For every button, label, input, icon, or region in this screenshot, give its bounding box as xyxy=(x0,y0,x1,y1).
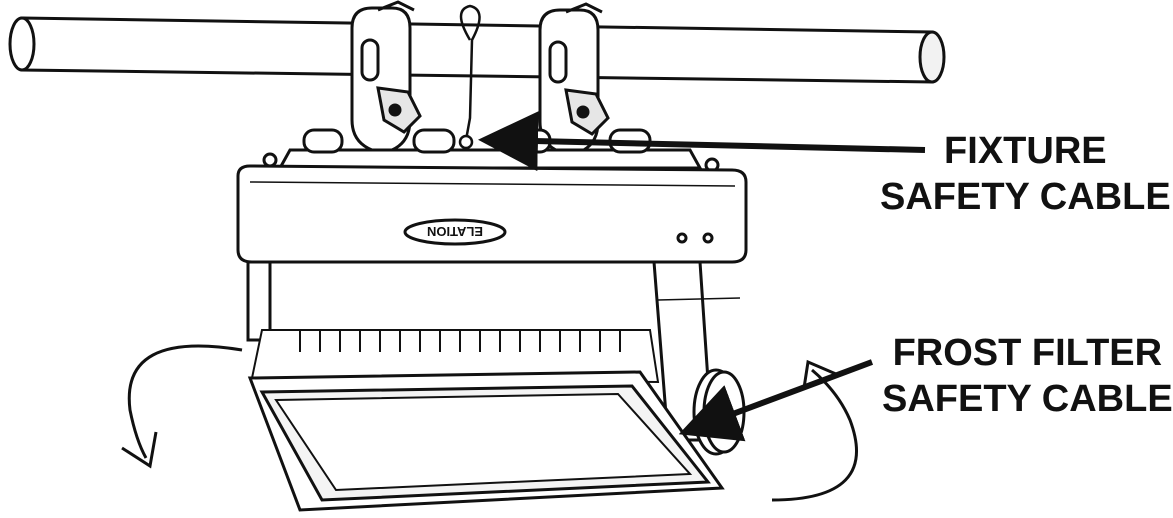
fixture-safety-cable-label: FIXTURE SAFETY CABLE xyxy=(880,128,1171,220)
frost-label-line1: FROST FILTER xyxy=(892,332,1163,374)
elation-logo: ELATION xyxy=(403,218,507,246)
fixture-body xyxy=(247,370,725,512)
left-clamp xyxy=(350,0,422,152)
fixture-safety-cable xyxy=(458,4,481,150)
frost-filter-safety-cable-label: FROST FILTER SAFETY CABLE xyxy=(882,330,1173,422)
svg-text:ELATION: ELATION xyxy=(427,224,483,239)
right-clamp xyxy=(538,2,610,154)
yoke-housing xyxy=(236,164,748,264)
rotate-left-arrow-icon xyxy=(121,344,243,469)
rotate-right-arrow-icon xyxy=(771,359,858,502)
mounting-pipe xyxy=(8,16,946,84)
frost-label-line2: SAFETY CABLE xyxy=(882,378,1173,420)
top-mounting-plate xyxy=(262,128,720,173)
pointer-arrow-icon xyxy=(478,111,926,442)
fixture-label-line2: SAFETY CABLE xyxy=(880,176,1171,218)
fixture-label-line1: FIXTURE xyxy=(944,130,1107,172)
heat-sink xyxy=(250,329,660,384)
